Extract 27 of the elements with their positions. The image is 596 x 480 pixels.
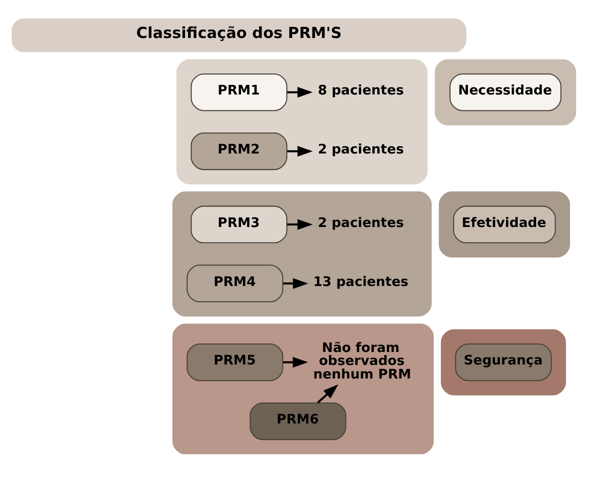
arrow bbox=[287, 145, 313, 156]
cluster bbox=[434, 58, 576, 125]
node-text: 8 pacientes bbox=[318, 83, 404, 98]
node-box: PRM2 bbox=[190, 132, 288, 170]
node-box: PRM1 bbox=[190, 72, 288, 111]
arrow bbox=[283, 278, 308, 288]
arrow bbox=[317, 384, 338, 403]
node-box: PRM4 bbox=[186, 264, 284, 302]
node-box: PRM5 bbox=[186, 342, 284, 381]
cluster bbox=[172, 190, 432, 316]
cluster bbox=[176, 58, 428, 184]
node-text: 13 pacientes bbox=[313, 274, 408, 290]
arrow bbox=[283, 356, 308, 368]
cluster bbox=[172, 323, 434, 454]
cluster bbox=[438, 190, 570, 258]
node-text: Não foram observados nenhum PRM bbox=[313, 340, 412, 382]
node-box: Necessidade bbox=[450, 72, 562, 111]
node-box: PRM3 bbox=[190, 205, 288, 243]
node-text: 2 pacientes bbox=[318, 215, 404, 230]
node-box: Efetividade bbox=[453, 205, 556, 243]
cluster bbox=[440, 328, 566, 395]
node-text: 2 pacientes bbox=[318, 142, 404, 158]
arrow bbox=[287, 218, 313, 230]
node-box: Segurança bbox=[455, 342, 552, 381]
node-box: PRM6 bbox=[250, 402, 346, 440]
arrow bbox=[287, 86, 313, 98]
node-box: Classificação dos PRM'S bbox=[12, 18, 466, 52]
